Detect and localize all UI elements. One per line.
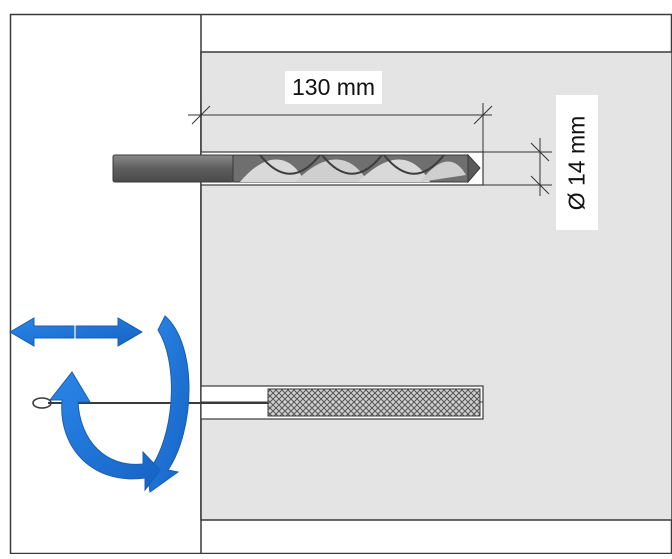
cleaning-brush-bristles: [267, 388, 481, 417]
hole-diameter-text: Ø 14 mm: [563, 115, 590, 210]
drill-depth-label: 130 mm: [285, 71, 383, 104]
length-dimension: [188, 103, 493, 152]
concrete-block: [200, 51, 672, 521]
diameter-dimension: [483, 138, 552, 196]
horizontal-double-arrow-icon: [9, 317, 143, 347]
drill-bit-shank: [112, 154, 234, 183]
hole-diameter-label: Ø 14 mm: [556, 95, 598, 230]
drill-bit-flutes: [232, 153, 481, 184]
rotation-arrow-icon: [48, 315, 190, 493]
brush-handle: [32, 397, 268, 409]
